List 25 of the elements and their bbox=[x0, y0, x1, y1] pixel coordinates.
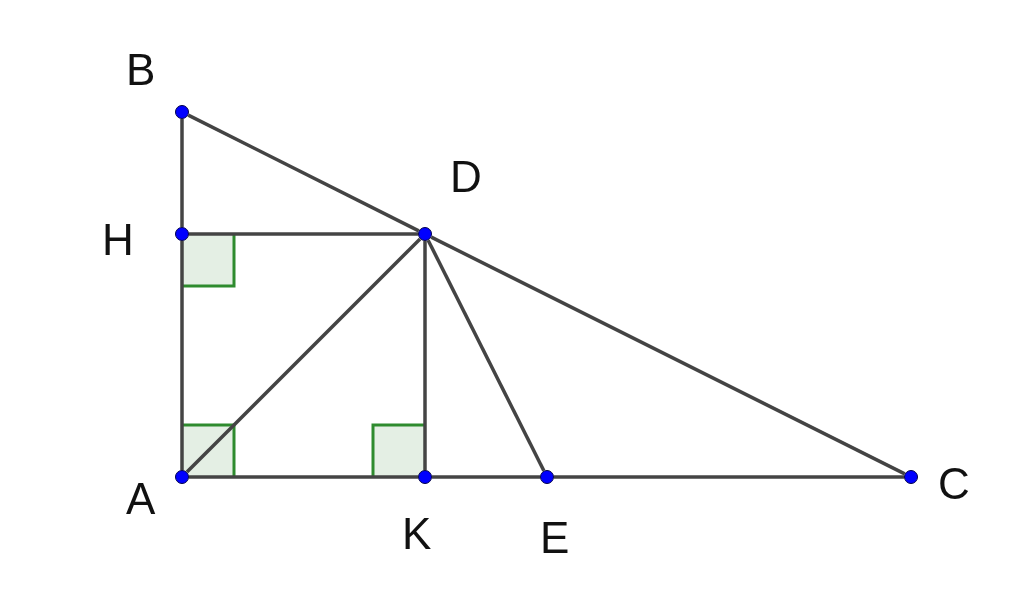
line-segment bbox=[185, 237, 422, 474]
point-label: A bbox=[126, 477, 156, 521]
line-segment bbox=[187, 113, 420, 233]
point-label: B bbox=[126, 48, 156, 92]
line-segment bbox=[189, 232, 418, 236]
point-dot bbox=[175, 227, 189, 241]
point-dot bbox=[418, 470, 432, 484]
line-segment bbox=[554, 475, 904, 479]
line-segment bbox=[432, 475, 540, 479]
point-label: H bbox=[102, 218, 134, 262]
point-dot bbox=[540, 470, 554, 484]
point-label: E bbox=[540, 516, 570, 560]
point-label: D bbox=[450, 155, 482, 199]
point-dot bbox=[904, 470, 918, 484]
line-segment bbox=[426, 239, 546, 472]
line-segment bbox=[189, 475, 418, 479]
line-segment bbox=[423, 241, 427, 470]
point-dot bbox=[175, 470, 189, 484]
point-label: C bbox=[938, 462, 970, 506]
line-segment bbox=[430, 235, 906, 476]
point-label: K bbox=[402, 512, 432, 556]
point-dot bbox=[418, 227, 432, 241]
line-segment bbox=[180, 241, 184, 470]
point-dot bbox=[175, 105, 189, 119]
line-segment bbox=[180, 119, 184, 227]
